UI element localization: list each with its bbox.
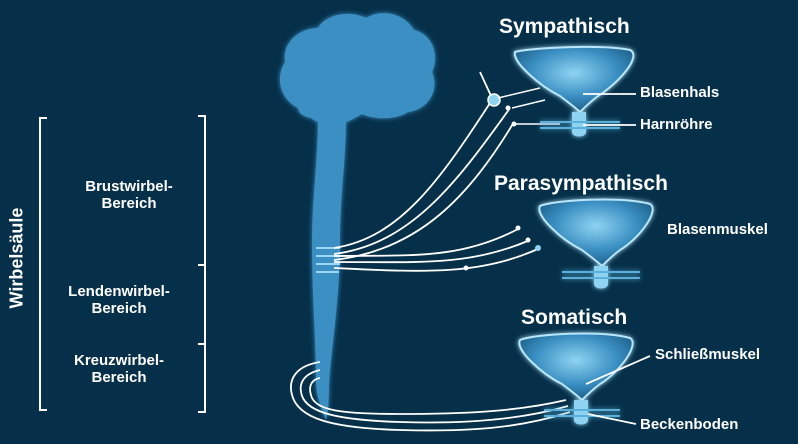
bladder-muscle-label: Blasenmuskel bbox=[667, 221, 768, 238]
brain bbox=[280, 13, 435, 124]
somatic-heading: Somatisch bbox=[521, 306, 627, 330]
region-lumbar-label: Lendenwirbel-Bereich bbox=[49, 283, 189, 318]
spine-bracket-outer bbox=[40, 118, 47, 410]
parasympathetic-synapses bbox=[464, 226, 542, 271]
region-sacral-label: Kreuzwirbel-Bereich bbox=[49, 352, 189, 387]
spine-bracket-inner bbox=[198, 116, 205, 412]
parasympathetic-nerves bbox=[334, 228, 540, 271]
bladder-sympathetic bbox=[515, 47, 634, 137]
somatic-nerves bbox=[291, 362, 570, 430]
pelvic-floor-label: Beckenboden bbox=[640, 416, 738, 433]
sphincter-label: Schließmuskel bbox=[655, 346, 760, 363]
sympathetic-synapses bbox=[488, 88, 560, 127]
urethra-label: Harnröhre bbox=[640, 116, 713, 133]
sympathetic-heading: Sympathisch bbox=[499, 15, 630, 39]
bladder-somatic bbox=[519, 334, 632, 425]
spine-label: Wirbelsäule bbox=[7, 208, 28, 309]
region-thoracic-label: Brustwirbel-Bereich bbox=[59, 178, 199, 213]
bladder-neck-label: Blasenhals bbox=[640, 84, 719, 101]
parasympathetic-heading: Parasympathisch bbox=[494, 172, 668, 196]
bladder-parasympathetic bbox=[539, 200, 652, 289]
